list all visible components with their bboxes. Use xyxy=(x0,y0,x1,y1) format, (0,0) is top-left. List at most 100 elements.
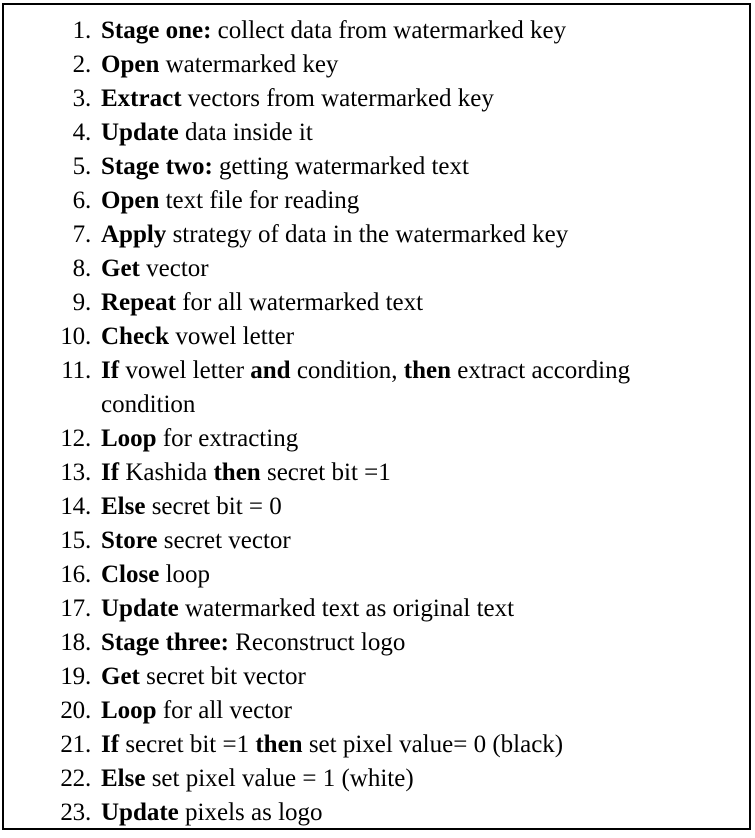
step-number: 10. xyxy=(60,323,91,350)
step-number: 13. xyxy=(60,459,91,486)
step-number: 12. xyxy=(60,425,91,452)
step-number: 5. xyxy=(72,153,92,180)
step-keyword: Check xyxy=(101,323,170,350)
step-text: Repeat for all watermarked text xyxy=(91,286,749,320)
step-number: 3. xyxy=(72,85,92,112)
step-body-text: getting watermarked text xyxy=(212,153,469,180)
algorithm-step: 9.Repeat for all watermarked text xyxy=(4,286,749,320)
step-body-text: condition, xyxy=(290,357,404,384)
algorithm-box: 1.Stage one: collect data from watermark… xyxy=(2,3,751,830)
step-number: 19. xyxy=(60,663,91,690)
algorithm-step: 16.Close loop xyxy=(4,558,749,592)
step-number: 21. xyxy=(60,731,91,758)
step-text: Loop for extracting xyxy=(91,422,749,456)
step-text: Get secret bit vector xyxy=(91,660,749,694)
step-body-text: vowel letter xyxy=(119,357,251,384)
step-body-text: text file for reading xyxy=(159,187,360,214)
step-body-text: collect data from watermarked key xyxy=(211,17,567,44)
step-text: Open watermarked key xyxy=(91,48,749,82)
step-keyword: Else xyxy=(101,765,146,792)
step-keyword: Get xyxy=(101,663,140,690)
step-body-text: pixels as logo xyxy=(178,799,323,826)
step-number: 7. xyxy=(72,221,92,248)
step-text: Apply strategy of data in the watermarke… xyxy=(91,218,749,252)
algorithm-step: 17.Update watermarked text as original t… xyxy=(4,592,749,626)
step-keyword: Open xyxy=(101,187,160,214)
algorithm-step: 8.Get vector xyxy=(4,252,749,286)
step-number: 18. xyxy=(60,629,91,656)
algorithm-step: 12.Loop for extracting xyxy=(4,422,749,456)
algorithm-step: 18.Stage three: Reconstruct logo xyxy=(4,626,749,660)
step-number: 1. xyxy=(72,17,92,44)
step-keyword: then xyxy=(403,357,451,384)
step-text: Check vowel letter xyxy=(91,320,749,354)
step-number: 2. xyxy=(72,51,92,78)
step-number: 8. xyxy=(72,255,92,282)
step-keyword: Update xyxy=(101,595,179,622)
step-keyword: Loop xyxy=(101,425,157,452)
step-keyword: Loop xyxy=(101,697,157,724)
step-keyword: If xyxy=(101,357,120,384)
algorithm-step: 21.If secret bit =1 then set pixel value… xyxy=(4,728,749,762)
step-keyword: then xyxy=(213,459,261,486)
step-body-text: vowel letter xyxy=(169,323,295,350)
step-keyword: Else xyxy=(101,493,146,520)
step-keyword: Get xyxy=(101,255,140,282)
step-keyword: Store xyxy=(101,527,158,554)
step-body-text: vector xyxy=(139,255,209,282)
step-body-text: Reconstruct logo xyxy=(228,629,406,656)
step-number: 14. xyxy=(60,493,91,520)
step-body-text: extract according condition xyxy=(101,357,631,418)
step-keyword: Apply xyxy=(101,221,167,248)
step-body-text: data inside it xyxy=(178,119,313,146)
step-keyword: then xyxy=(255,731,303,758)
step-text: Update pixels as logo xyxy=(91,796,749,830)
step-number: 16. xyxy=(60,561,91,588)
step-body-text: loop xyxy=(159,561,211,588)
step-keyword: Update xyxy=(101,119,179,146)
step-body-text: for extracting xyxy=(156,425,299,452)
step-text: Store secret vector xyxy=(91,524,749,558)
step-keyword: Open xyxy=(101,51,160,78)
step-number: 23. xyxy=(60,799,91,826)
step-body-text: strategy of data in the watermarked key xyxy=(166,221,569,248)
step-text: Open text file for reading xyxy=(91,184,749,218)
step-text: Loop for all vector xyxy=(91,694,749,728)
algorithm-step: 10.Check vowel letter xyxy=(4,320,749,354)
step-keyword: Stage two: xyxy=(101,153,213,180)
step-number: 4. xyxy=(72,119,92,146)
step-number: 9. xyxy=(72,289,92,316)
algorithm-step: 4. Update data inside it xyxy=(4,116,749,150)
algorithm-step: 14.Else secret bit = 0 xyxy=(4,490,749,524)
step-keyword: Stage one: xyxy=(101,17,212,44)
algorithm-step: 3.Extract vectors from watermarked key xyxy=(4,82,749,116)
step-keyword: Repeat xyxy=(101,289,176,316)
step-number: 11. xyxy=(61,357,91,384)
step-text: Get vector xyxy=(91,252,749,286)
algorithm-step: 1.Stage one: collect data from watermark… xyxy=(4,14,749,48)
algorithm-steps-list: 1.Stage one: collect data from watermark… xyxy=(4,14,749,830)
algorithm-step: 23.Update pixels as logo xyxy=(4,796,749,830)
step-text: Stage three: Reconstruct logo xyxy=(91,626,749,660)
step-number: 22. xyxy=(60,765,91,792)
step-keyword: If xyxy=(101,459,120,486)
step-text: Else secret bit = 0 xyxy=(91,490,749,524)
step-body-text: set pixel value = 1 (white) xyxy=(145,765,414,792)
step-text: If vowel letter and condition, then extr… xyxy=(91,354,749,422)
step-text: If secret bit =1 then set pixel value= 0… xyxy=(91,728,749,762)
step-body-text: set pixel value= 0 (black) xyxy=(302,731,564,758)
algorithm-step: 2.Open watermarked key xyxy=(4,48,749,82)
step-number: 15. xyxy=(60,527,91,554)
step-keyword: Update xyxy=(101,799,179,826)
algorithm-step: 20.Loop for all vector xyxy=(4,694,749,728)
step-body-text: for all vector xyxy=(156,697,292,724)
step-body-text: secret vector xyxy=(157,527,291,554)
algorithm-step: 6.Open text file for reading xyxy=(4,184,749,218)
step-text: Else set pixel value = 1 (white) xyxy=(91,762,749,796)
step-body-text: watermarked key xyxy=(159,51,339,78)
step-keyword: and xyxy=(250,357,291,384)
step-keyword: Extract xyxy=(101,85,182,112)
step-text: Stage one: collect data from watermarked… xyxy=(91,14,749,48)
step-number: 20. xyxy=(60,697,91,724)
algorithm-step: 15.Store secret vector xyxy=(4,524,749,558)
